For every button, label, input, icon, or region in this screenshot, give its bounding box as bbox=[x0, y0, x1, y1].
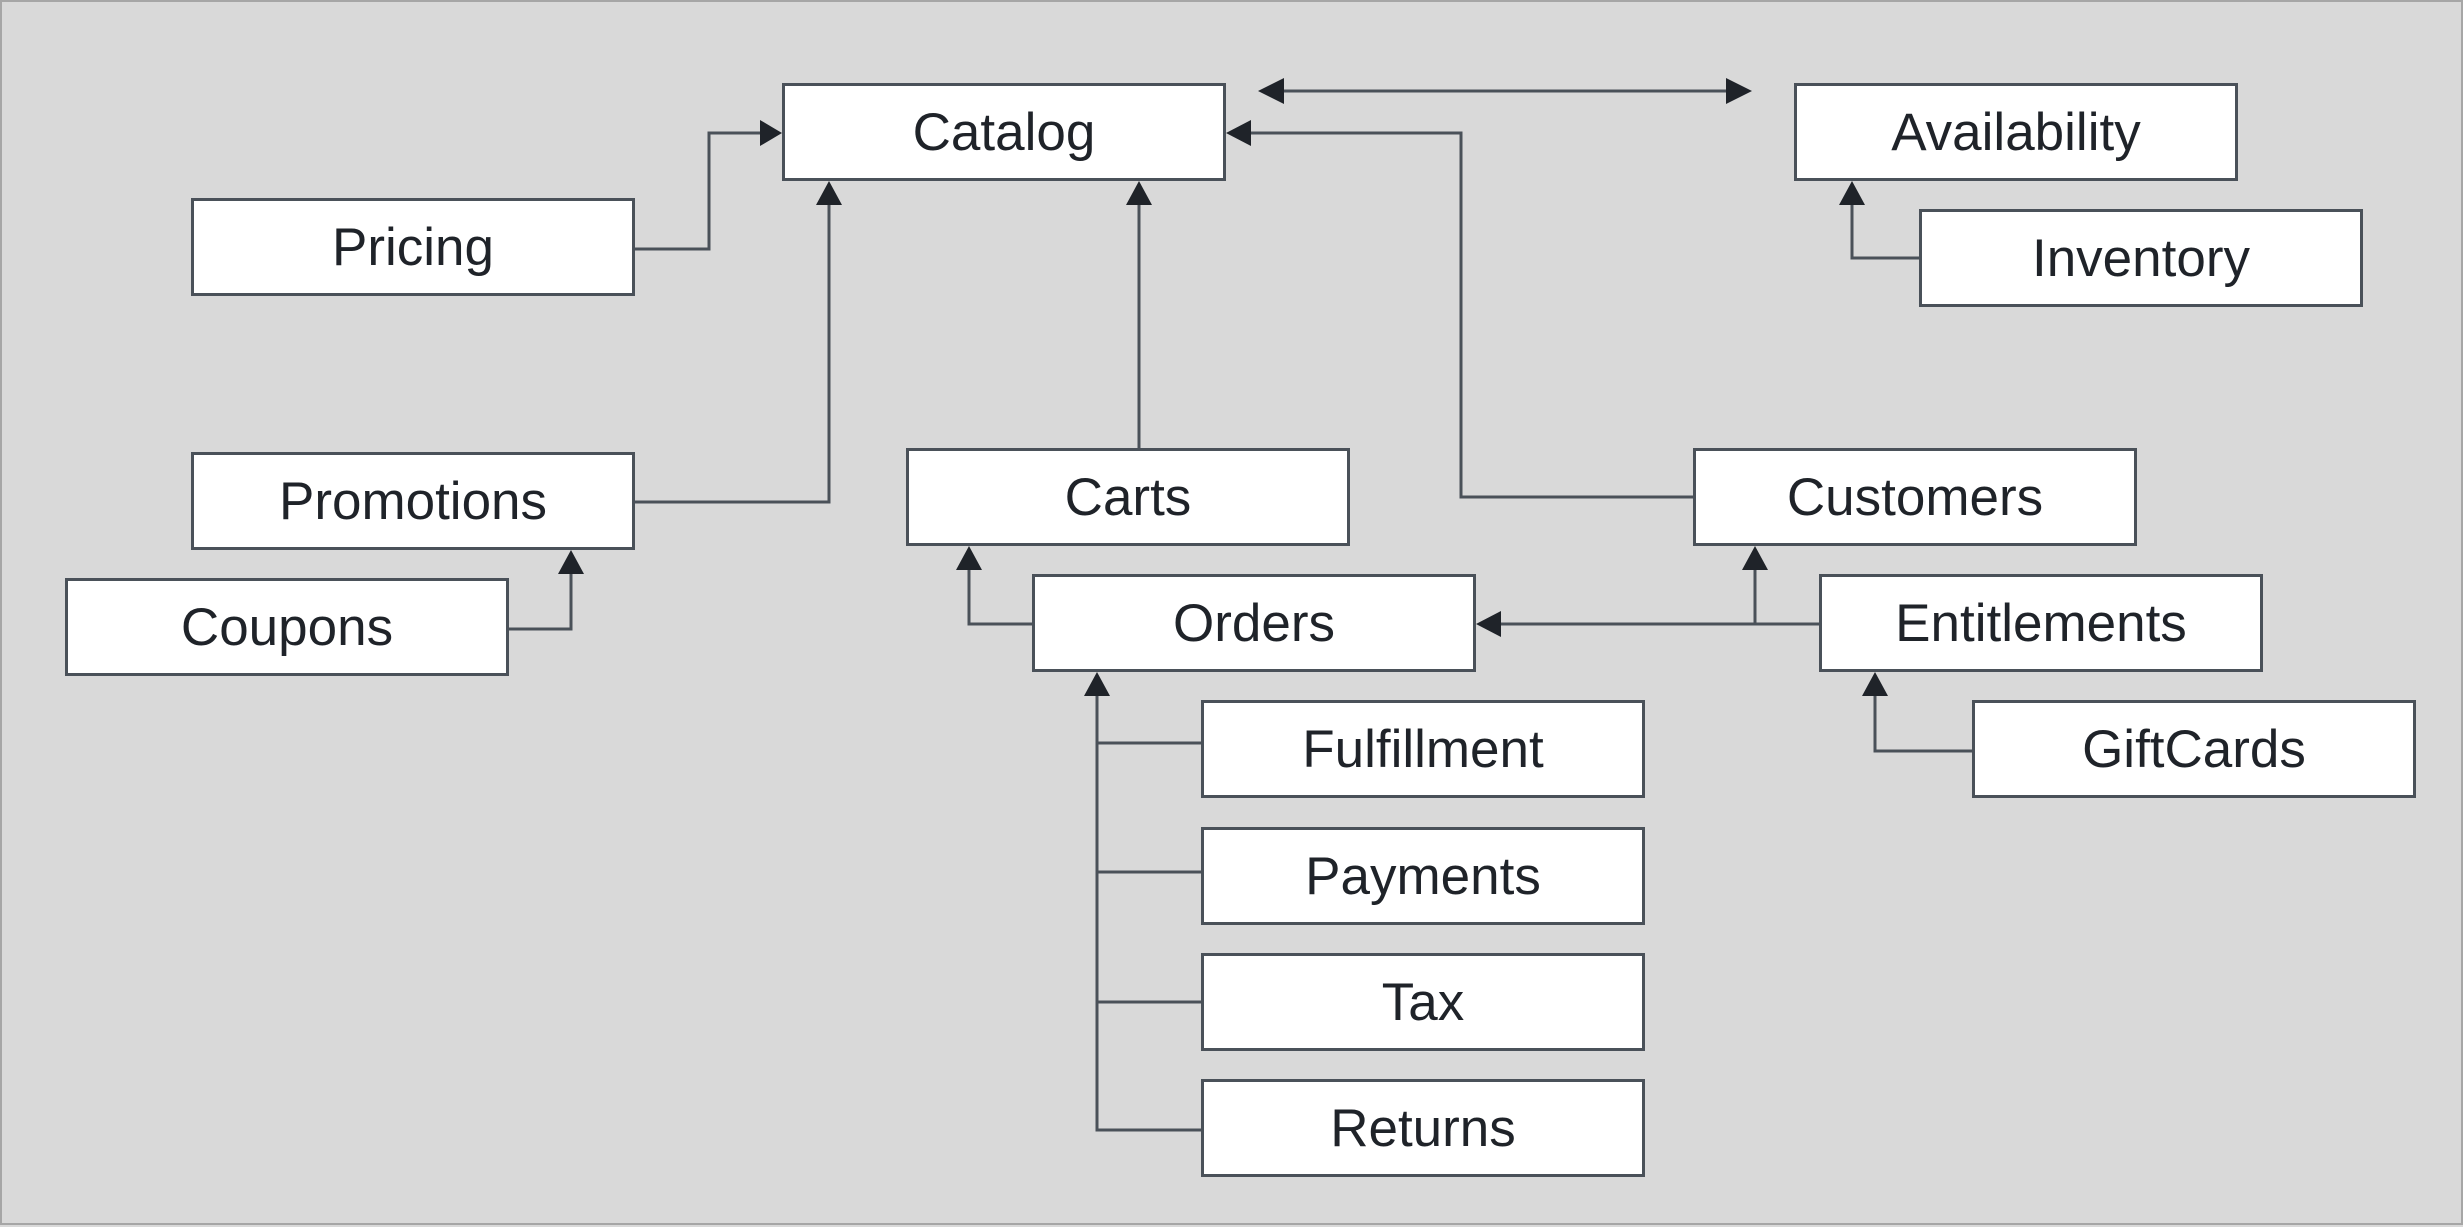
node-coupons: Coupons bbox=[65, 578, 509, 676]
edge-giftcards-entitlements bbox=[1873, 694, 1972, 753]
arrowhead-promotions-catalog bbox=[816, 181, 842, 205]
node-returns: Returns bbox=[1201, 1079, 1645, 1177]
edge-inventory-availability bbox=[1850, 202, 1919, 260]
node-payments: Payments bbox=[1201, 827, 1645, 925]
edge-customers-catalog bbox=[1248, 131, 1693, 499]
node-entitlements: Entitlements bbox=[1819, 574, 2263, 672]
arrowhead-giftcards-entitlements bbox=[1862, 672, 1888, 696]
node-customers: Customers bbox=[1693, 448, 2137, 546]
node-giftcards: GiftCards bbox=[1972, 700, 2416, 798]
node-carts: Carts bbox=[906, 448, 1350, 546]
edge-promotions-catalog bbox=[635, 202, 831, 504]
arrowhead-orders-group bbox=[1084, 672, 1110, 696]
arrowhead-coupons-promotions bbox=[558, 550, 584, 574]
node-pricing: Pricing bbox=[191, 198, 635, 296]
node-fulfillment: Fulfillment bbox=[1201, 700, 1645, 798]
arrowhead-pricing-catalog bbox=[760, 120, 782, 146]
arrowhead-inventory-availability bbox=[1839, 181, 1865, 205]
arrowhead-entitlements-customers bbox=[1742, 546, 1768, 570]
node-inventory: Inventory bbox=[1919, 209, 2363, 307]
edge-entitlements-customers bbox=[1753, 567, 1819, 626]
arrowhead-entitlements-orders bbox=[1476, 611, 1501, 637]
edge-coupons-promotions bbox=[509, 572, 573, 631]
edge-returns-orders bbox=[1095, 692, 1201, 1132]
edge-pricing-catalog bbox=[635, 131, 762, 251]
arrowhead-catalog-availability-left bbox=[1258, 78, 1284, 104]
arrowhead-carts-catalog bbox=[1126, 181, 1152, 205]
node-availability: Availability bbox=[1794, 83, 2238, 181]
node-promotions: Promotions bbox=[191, 452, 635, 550]
node-orders: Orders bbox=[1032, 574, 1476, 672]
arrowhead-catalog-availability-right bbox=[1726, 78, 1752, 104]
node-tax: Tax bbox=[1201, 953, 1645, 1051]
edge-orders-carts bbox=[967, 569, 1032, 626]
arrowhead-customers-catalog bbox=[1226, 120, 1251, 146]
node-catalog: Catalog bbox=[782, 83, 1226, 181]
arrowhead-orders-carts bbox=[956, 546, 982, 570]
